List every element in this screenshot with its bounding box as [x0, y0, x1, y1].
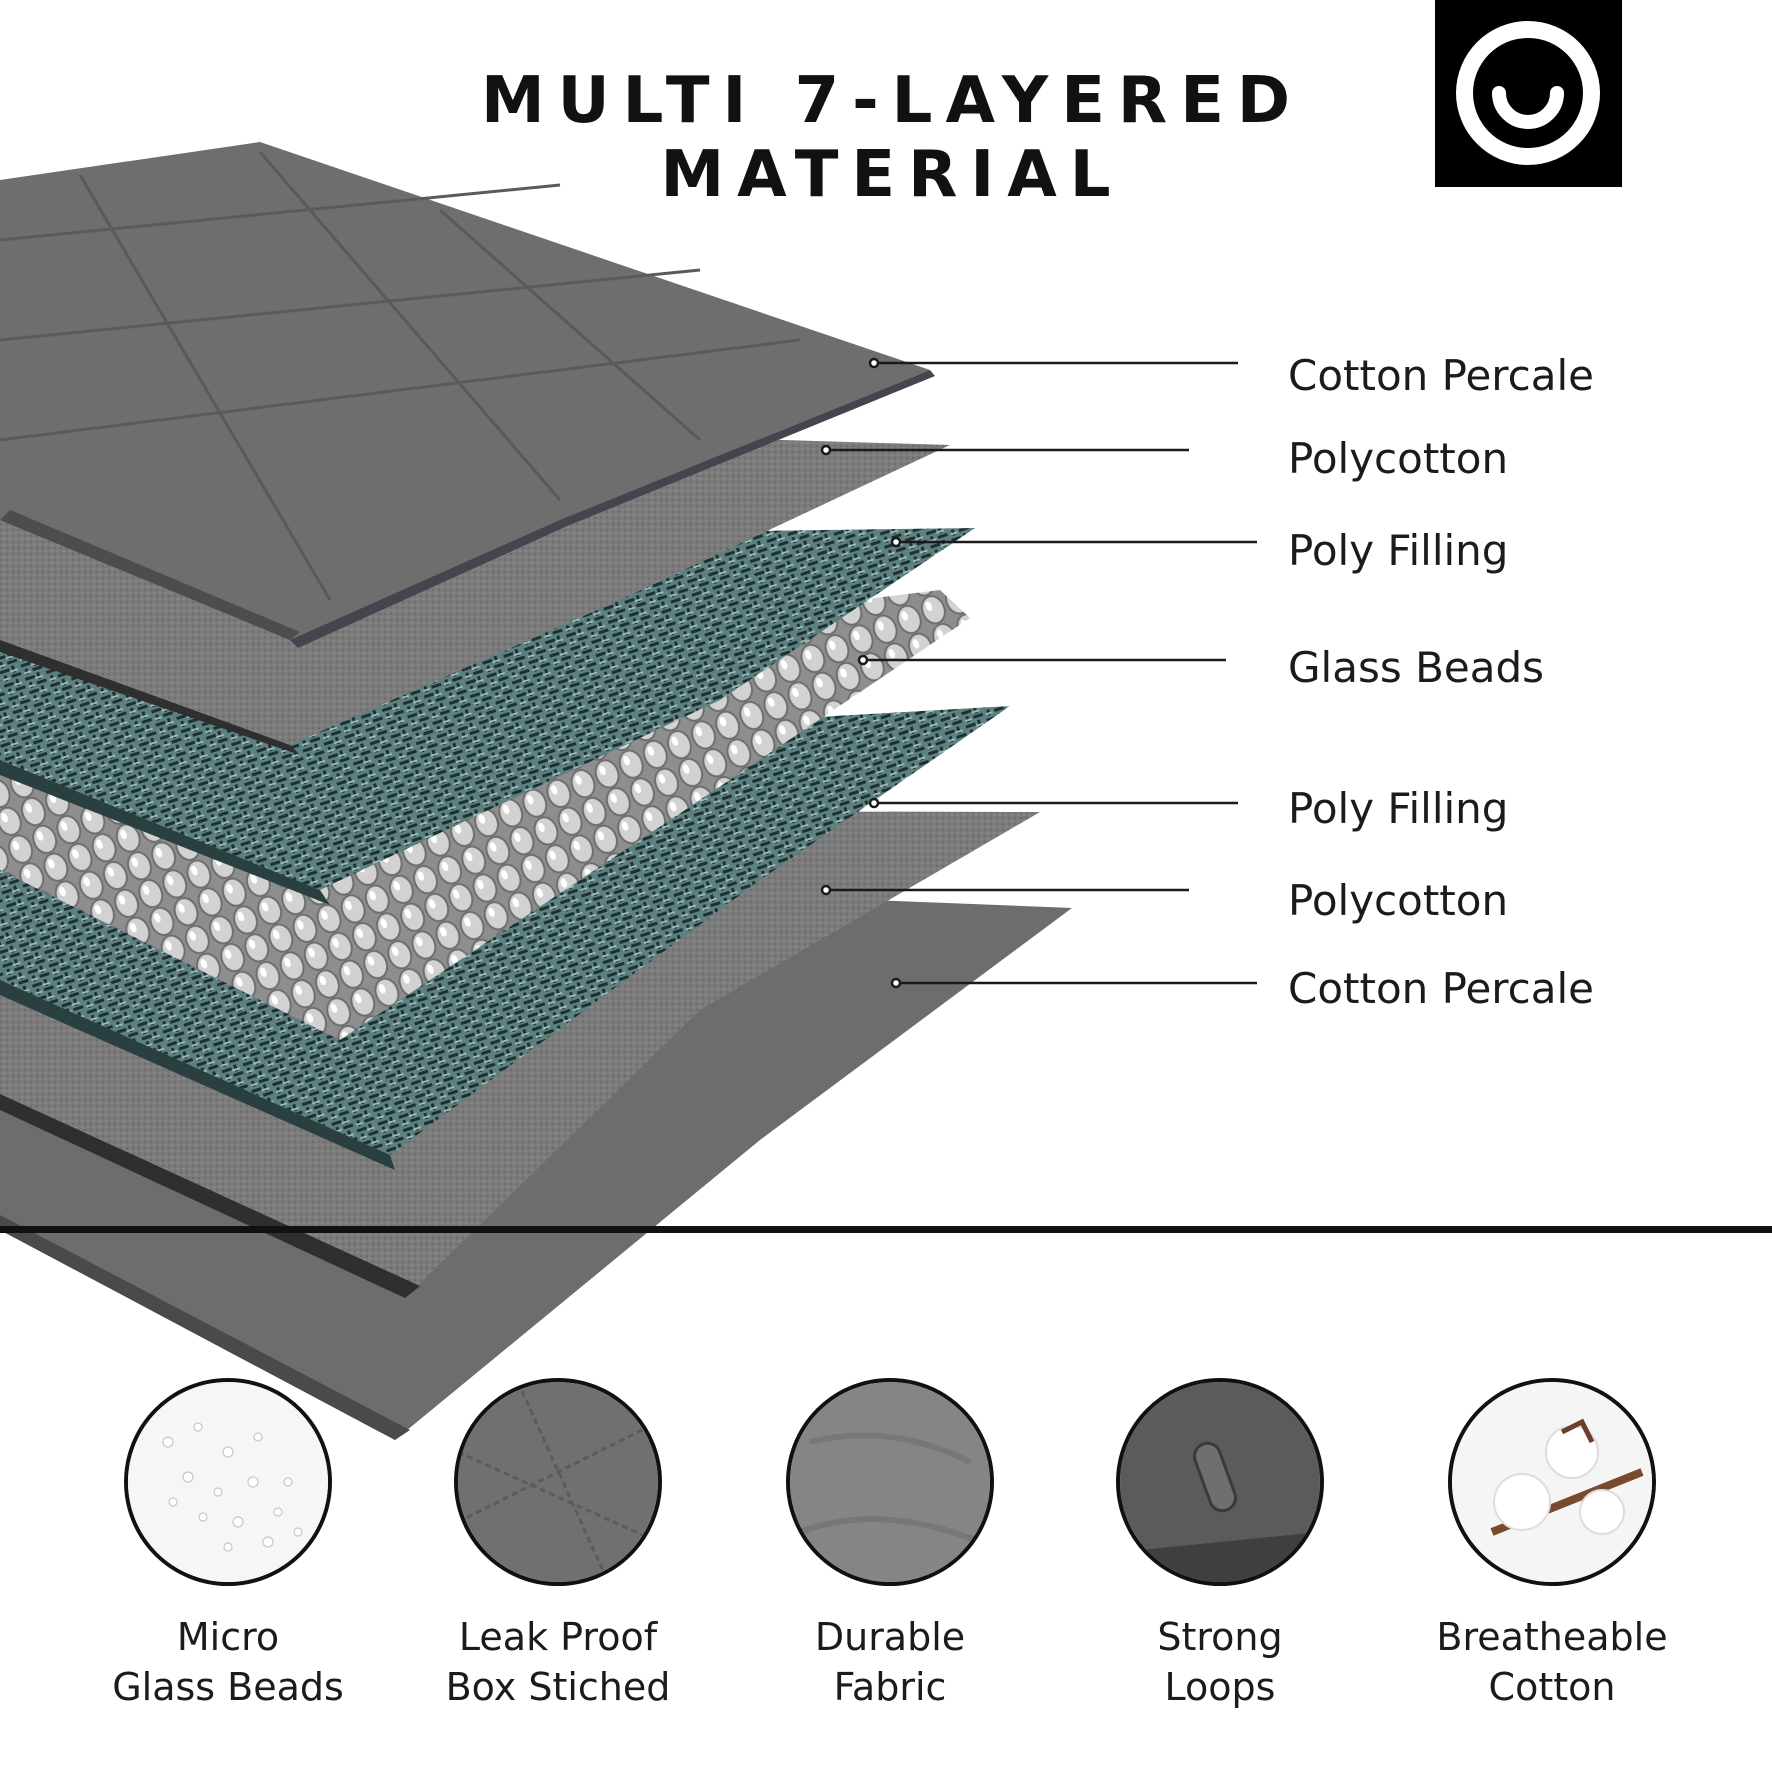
feature-strong-loops: Strong Loops	[1060, 1378, 1380, 1712]
title-line-2: MATERIAL	[660, 138, 1124, 212]
loop-icon	[1116, 1378, 1324, 1586]
feature-label: Leak Proof Box Stiched	[445, 1615, 671, 1709]
feature-leak-proof: Leak Proof Box Stiched	[398, 1378, 718, 1712]
layer-cotton-percale-top	[0, 142, 935, 648]
callout-cotton-percale-top: Cotton Percale	[1288, 351, 1594, 400]
page-title: MULTI 7-LAYERED MATERIAL	[0, 64, 1772, 212]
feature-micro-glass-beads: Micro Glass Beads	[68, 1378, 388, 1712]
feature-durable-fabric: Durable Fabric	[730, 1378, 1050, 1712]
glass-beads-icon	[124, 1378, 332, 1586]
brand-logo	[1435, 0, 1622, 187]
section-divider	[0, 1226, 1772, 1233]
feature-label: Strong Loops	[1157, 1615, 1283, 1709]
title-line-1: MULTI 7-LAYERED	[480, 64, 1304, 138]
feature-label: Durable Fabric	[814, 1615, 966, 1709]
fabric-icon	[786, 1378, 994, 1586]
callout-lines	[820, 357, 1257, 989]
callout-polycotton-bottom: Polycotton	[1288, 876, 1509, 925]
callout-cotton-percale-bottom: Cotton Percale	[1288, 964, 1594, 1013]
callout-poly-filling-bottom: Poly Filling	[1288, 784, 1509, 833]
feature-label: Breatheable Cotton	[1436, 1615, 1668, 1709]
callout-glass-beads: Glass Beads	[1288, 643, 1544, 692]
cotton-icon	[1448, 1378, 1656, 1586]
box-stitch-icon	[454, 1378, 662, 1586]
smile-logo-icon	[1456, 21, 1600, 165]
feature-label: Micro Glass Beads	[112, 1615, 344, 1709]
callout-poly-filling-top: Poly Filling	[1288, 526, 1509, 575]
callout-polycotton-top: Polycotton	[1288, 434, 1509, 483]
feature-breatheable-cotton: Breatheable Cotton	[1392, 1378, 1712, 1712]
